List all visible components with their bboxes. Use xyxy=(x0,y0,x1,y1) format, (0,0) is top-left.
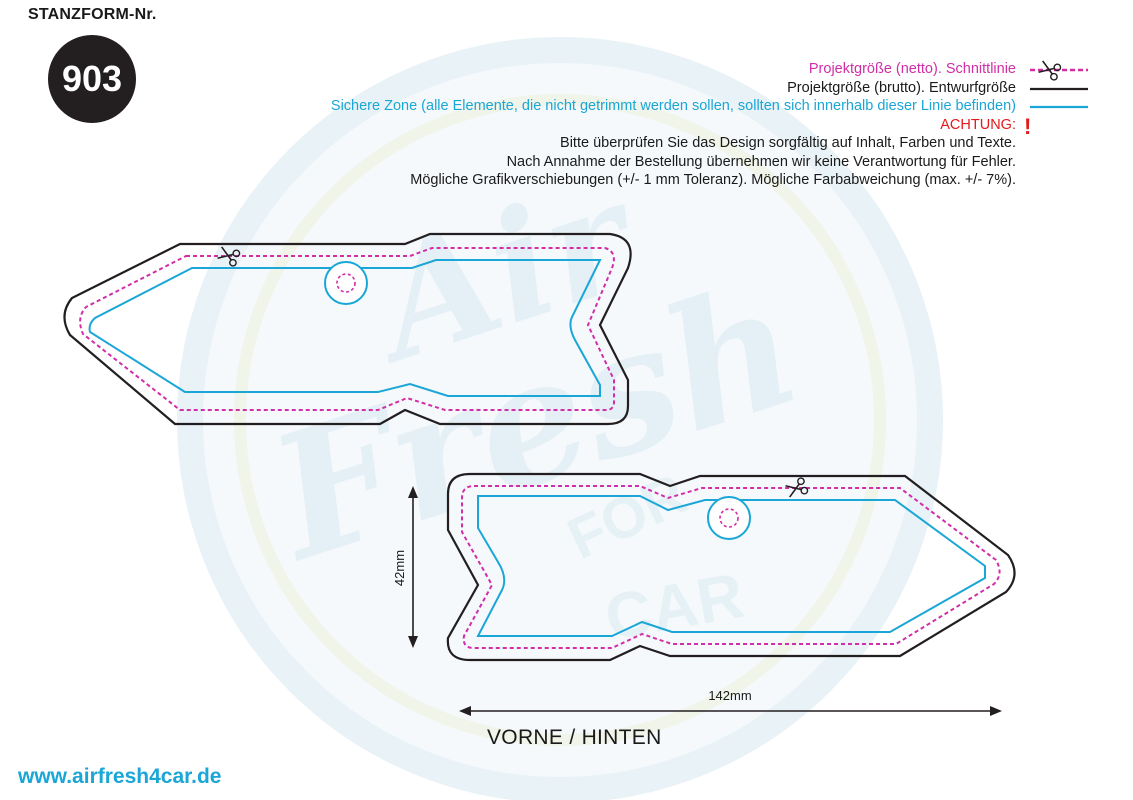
hanging-hole-safe xyxy=(324,261,368,305)
website-link[interactable]: www.airfresh4car.de xyxy=(18,765,222,788)
legend-note-3: Mögliche Grafikverschiebungen (+/- 1 mm … xyxy=(410,172,1016,188)
legend-bleed-line-label: Projektgröße (brutto). Entwurfgröße xyxy=(787,79,1016,96)
bleed-outline xyxy=(446,472,1016,662)
width-dimension: 142mm xyxy=(459,688,1002,716)
legend-cut-line-label: Projektgröße (netto). Schnittlinie xyxy=(808,61,1016,77)
height-dimension-label: 42mm xyxy=(392,550,407,586)
legend-keys xyxy=(1030,60,1088,109)
hanging-hole-cut xyxy=(336,273,356,293)
die-cut-shape-front xyxy=(63,232,632,426)
watermark-logo: Air Fresh FOR CAR xyxy=(177,37,943,800)
scissors-icon xyxy=(1038,60,1062,81)
hanging-hole-safe xyxy=(707,496,751,540)
safe-zone-line xyxy=(88,259,602,397)
cut-line xyxy=(461,485,1001,649)
legend: Projektgröße (netto). Schnittlinie Proje… xyxy=(331,60,1016,190)
die-form-label: STANZFORM-Nr. xyxy=(28,6,157,23)
side-caption: VORNE / HINTEN xyxy=(487,726,662,749)
legend-note-1: Bitte überprüfen Sie das Design sorgfält… xyxy=(560,135,1016,151)
legend-warning-label: ACHTUNG: xyxy=(940,116,1016,133)
die-cut-shape-back xyxy=(446,472,1016,662)
hanging-hole-cut xyxy=(719,508,739,528)
legend-safe-zone-label: Sichere Zone (alle Elemente, die nicht g… xyxy=(330,98,1016,114)
safe-zone-line xyxy=(476,495,986,637)
die-form-number: 903 xyxy=(61,58,123,99)
cut-line xyxy=(79,247,615,411)
exclamation-icon: ! xyxy=(1024,114,1032,139)
bleed-outline xyxy=(63,232,632,426)
width-dimension-label: 142mm xyxy=(708,688,751,703)
legend-note-2: Nach Annahme der Bestellung übernehmen w… xyxy=(506,153,1016,170)
height-dimension: 42mm xyxy=(392,486,418,648)
die-form-number-badge: 903 xyxy=(48,35,136,123)
